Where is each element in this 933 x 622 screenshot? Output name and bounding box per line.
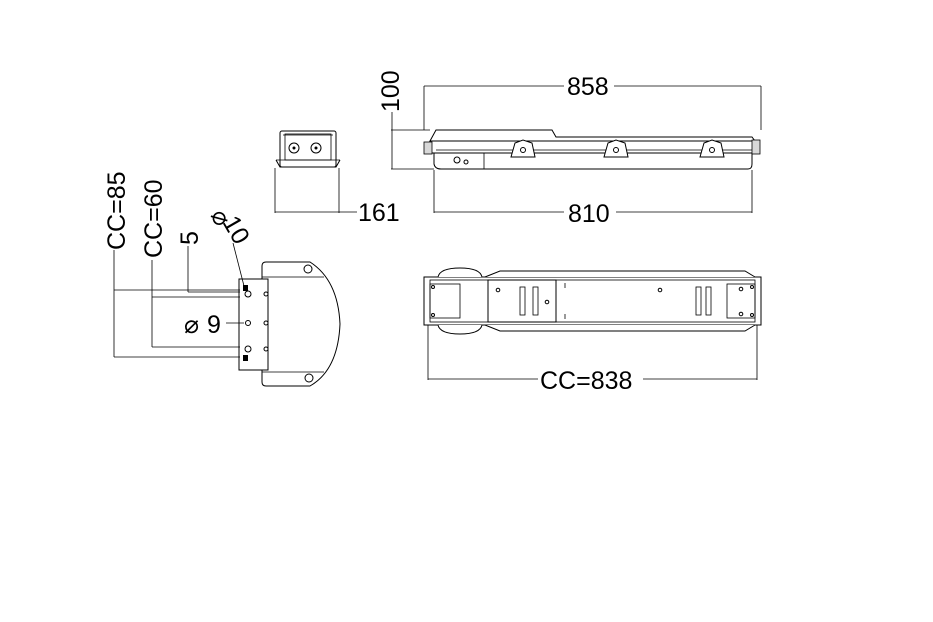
side-view bbox=[391, 85, 762, 213]
bracket-cc85-label: CC=85 bbox=[103, 171, 131, 250]
hole-diameter-label: 9 bbox=[207, 311, 221, 339]
height-label: 100 bbox=[377, 70, 405, 112]
end-view bbox=[274, 130, 357, 213]
body-length-label: 810 bbox=[568, 200, 610, 228]
top-view bbox=[423, 267, 762, 380]
mount-centres-label: CC=838 bbox=[540, 367, 632, 395]
bracket-cc60-label: CC=60 bbox=[140, 179, 168, 258]
overall-length-label: 858 bbox=[567, 73, 609, 101]
hole-diameter-symbol: ⌀ bbox=[184, 311, 199, 339]
depth-label: 161 bbox=[358, 199, 400, 227]
bracket-detail bbox=[113, 242, 341, 387]
bracket-offset-label: 5 bbox=[176, 231, 204, 245]
